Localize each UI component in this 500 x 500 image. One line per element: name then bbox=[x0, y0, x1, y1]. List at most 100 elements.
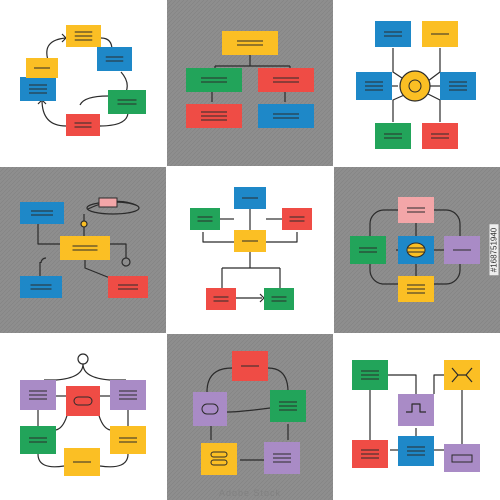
flow-box bbox=[350, 236, 386, 264]
panel-cycle-flowchart bbox=[0, 0, 166, 166]
merge-box bbox=[398, 394, 434, 426]
flow-box bbox=[422, 123, 458, 149]
flow-box bbox=[190, 208, 220, 230]
watermark: Adobe Stock bbox=[218, 488, 282, 498]
connector-line bbox=[110, 243, 127, 258]
pill-shape bbox=[201, 403, 219, 415]
start-box bbox=[234, 187, 266, 209]
flow-box bbox=[110, 380, 146, 410]
panel-hub-flowchart bbox=[334, 0, 500, 166]
connector-line bbox=[41, 99, 67, 127]
flow-box bbox=[108, 276, 148, 298]
flow-box bbox=[20, 77, 56, 101]
flow-box bbox=[66, 25, 101, 47]
flow-box bbox=[66, 114, 100, 136]
stack-box bbox=[201, 443, 237, 475]
flow-box bbox=[108, 90, 146, 114]
flow-box bbox=[264, 442, 300, 474]
flow-box bbox=[375, 123, 411, 149]
bar-shape bbox=[451, 454, 473, 463]
flow-box bbox=[20, 380, 56, 410]
flow-box bbox=[375, 21, 411, 47]
flow-box bbox=[110, 426, 146, 454]
panel-loop-flowchart bbox=[167, 334, 333, 500]
flow-box bbox=[60, 236, 110, 260]
connector-line bbox=[37, 453, 65, 468]
flow-box bbox=[64, 448, 100, 476]
box-shape bbox=[108, 276, 148, 298]
flow-box bbox=[444, 236, 480, 264]
box-shape bbox=[444, 444, 480, 472]
panel-branching-flowchart bbox=[0, 167, 166, 333]
connector-line bbox=[267, 367, 289, 393]
flow-box bbox=[398, 197, 434, 223]
connector-line bbox=[79, 95, 109, 106]
panel-mirrored-flowchart bbox=[0, 334, 166, 500]
box-shape bbox=[282, 208, 312, 230]
box-shape bbox=[190, 208, 220, 230]
box-shape bbox=[20, 202, 64, 224]
flow-box bbox=[20, 426, 56, 454]
box-shape bbox=[20, 426, 56, 454]
flow-box bbox=[186, 68, 242, 92]
stock-id: #168751940 bbox=[489, 224, 499, 276]
box-shape bbox=[201, 443, 237, 475]
box-shape bbox=[20, 276, 62, 298]
pill-box bbox=[66, 386, 100, 416]
flow-box bbox=[234, 230, 266, 252]
box-shape bbox=[206, 288, 236, 310]
box-shape bbox=[258, 104, 314, 128]
box-shape bbox=[108, 90, 146, 114]
flow-box bbox=[26, 58, 58, 78]
connector-line bbox=[84, 258, 111, 279]
stock-id-strip: #168751940 bbox=[489, 0, 499, 500]
connector-line bbox=[451, 367, 473, 376]
panel-network-flowchart bbox=[334, 334, 500, 500]
connector-line bbox=[44, 363, 84, 381]
connector-node bbox=[80, 220, 88, 228]
connector-node bbox=[121, 257, 131, 267]
connector-line bbox=[406, 403, 426, 413]
flow-box bbox=[20, 276, 62, 298]
box-shape bbox=[66, 114, 100, 136]
connector-line bbox=[82, 363, 126, 381]
hub-inner-circle bbox=[408, 79, 422, 93]
connector-line bbox=[266, 232, 298, 243]
box-shape bbox=[398, 394, 434, 426]
box-shape bbox=[264, 288, 294, 310]
flow-box bbox=[186, 104, 242, 128]
pill-shape bbox=[210, 459, 228, 466]
flow-box bbox=[398, 276, 434, 302]
connector-line bbox=[46, 37, 67, 61]
flow-box bbox=[206, 288, 236, 310]
connector-line bbox=[202, 232, 234, 243]
flow-box bbox=[222, 31, 278, 55]
top-node bbox=[77, 353, 89, 365]
flow-box bbox=[440, 72, 476, 100]
box-shape bbox=[375, 123, 411, 149]
box-shape bbox=[350, 236, 386, 264]
connector-line bbox=[451, 374, 459, 383]
box-shape bbox=[60, 236, 110, 260]
box-shape bbox=[193, 392, 227, 426]
flow-box bbox=[356, 72, 392, 100]
hub-circle bbox=[399, 70, 431, 102]
box-shape bbox=[375, 21, 411, 47]
pill-box bbox=[193, 392, 227, 426]
box-shape bbox=[110, 426, 146, 454]
flow-box bbox=[258, 104, 314, 128]
box-shape bbox=[222, 31, 278, 55]
connector-line bbox=[465, 374, 473, 383]
panel-grid-flowchart bbox=[334, 167, 500, 333]
box-shape bbox=[398, 197, 434, 223]
connector-line bbox=[99, 111, 129, 127]
flow-box bbox=[20, 202, 64, 224]
flow-box bbox=[258, 68, 314, 92]
tray-item bbox=[98, 197, 118, 208]
connector-line bbox=[99, 453, 129, 468]
box-shape bbox=[422, 123, 458, 149]
flow-box bbox=[352, 440, 388, 468]
flow-box bbox=[422, 21, 458, 47]
flow-box bbox=[282, 208, 312, 230]
